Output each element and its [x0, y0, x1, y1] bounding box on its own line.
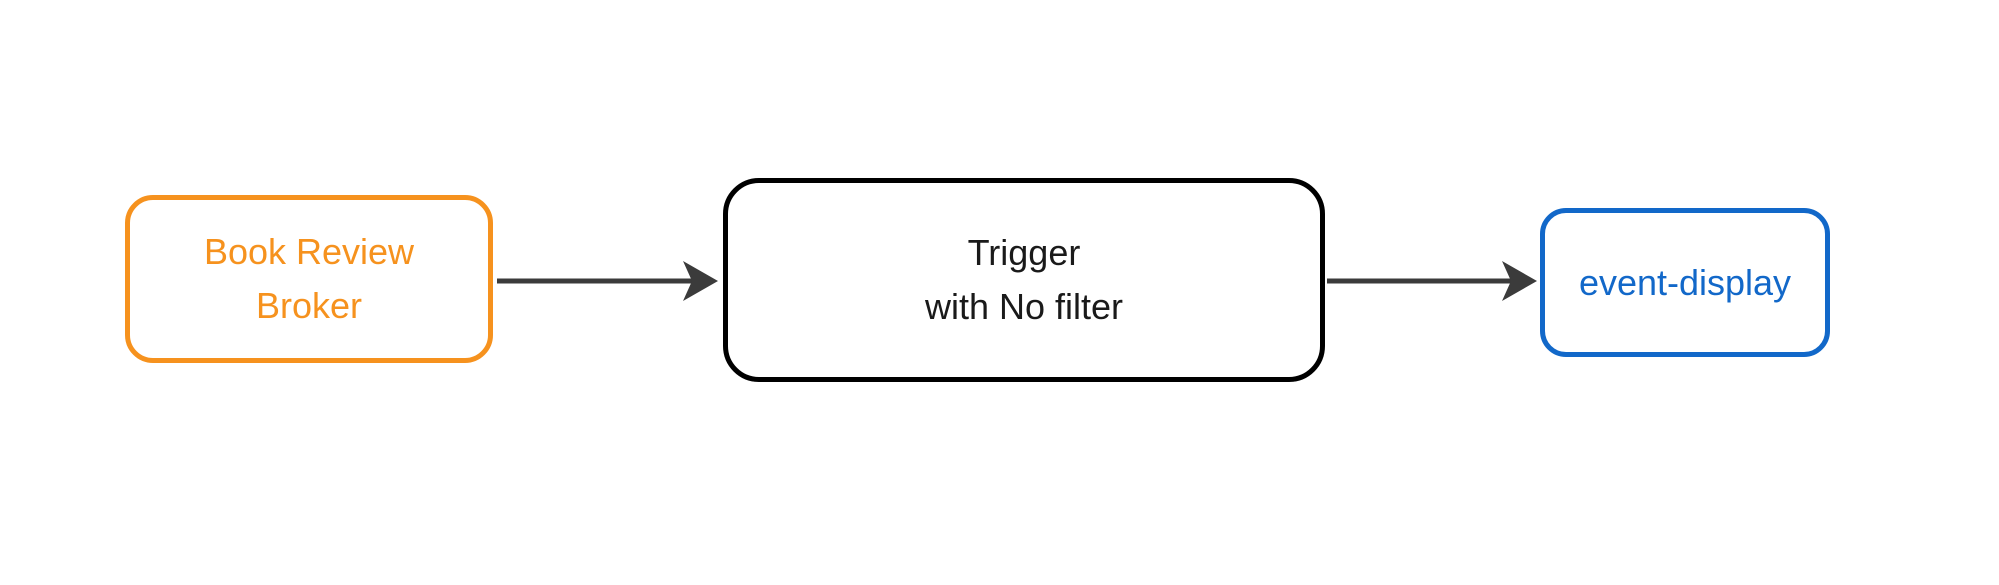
node-trigger-with-no-filter: Trigger with No filter [723, 178, 1325, 382]
node-event-display-label: event-display [1578, 261, 1792, 303]
node-book-review-broker-label: Book Review Broker [203, 231, 415, 326]
node-event-display: event-display [1540, 208, 1830, 357]
arrowhead-icon [1502, 261, 1537, 301]
edge-trigger-to-event-display [1327, 261, 1537, 301]
node-trigger-with-no-filter-label: Trigger with No filter [924, 232, 1124, 327]
edge-broker-to-trigger [497, 261, 718, 301]
arrowhead-icon [683, 261, 718, 301]
node-book-review-broker: Book Review Broker [125, 195, 493, 363]
